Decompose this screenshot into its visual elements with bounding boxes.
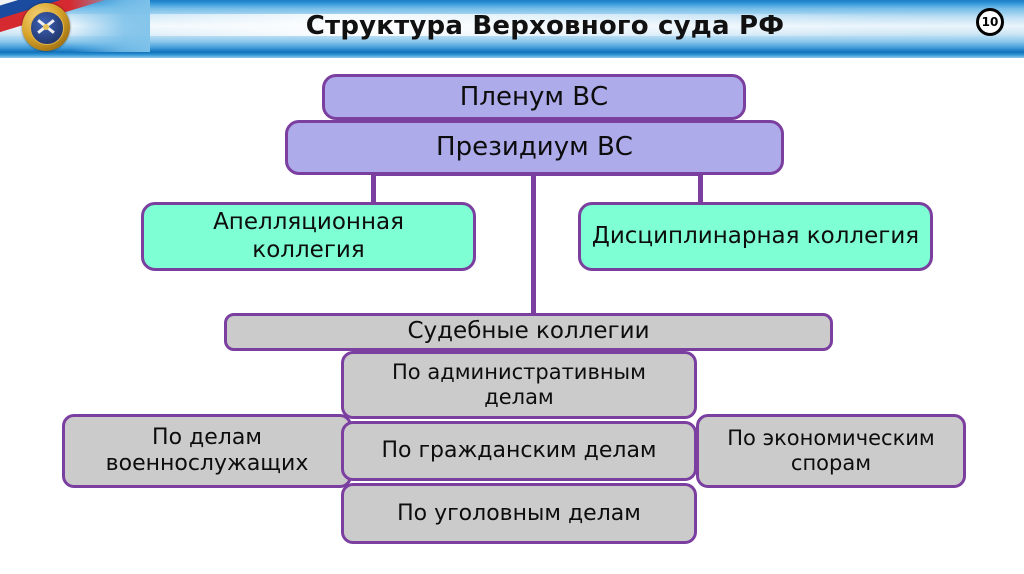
node-plenum[interactable]: Пленум ВС <box>322 74 746 120</box>
node-administrative-cases-label: По административным делам <box>392 360 646 409</box>
connector-presidium-to-disciplinary <box>698 171 703 207</box>
node-appeal-collegium-label: Апелляционная коллегия <box>213 209 404 263</box>
node-presidium[interactable]: Президиум ВС <box>285 120 784 175</box>
connector-presidium-to-judicial-collegiums <box>531 171 536 319</box>
node-criminal-cases-label: По уголовным делам <box>397 500 641 526</box>
header-sheen <box>0 14 1024 36</box>
node-military-cases-label: По делам военнослужащих <box>105 425 309 476</box>
node-presidium-label: Президиум ВС <box>436 132 633 163</box>
header-underline-gap <box>0 58 1024 61</box>
russian-tricolor-flag-icon <box>0 0 150 52</box>
node-judicial-collegiums[interactable]: Судебные коллегии <box>224 313 833 351</box>
page-title: Структура Верховного суда РФ <box>305 11 785 41</box>
russian-court-emblem-icon <box>22 3 70 51</box>
header-underline <box>0 52 1024 58</box>
node-disciplinary-collegium-label: Дисциплинарная коллегия <box>591 222 920 249</box>
connector-presidium-to-appeal <box>371 171 376 207</box>
node-administrative-cases[interactable]: По административным делам <box>341 351 697 419</box>
node-economic-disputes[interactable]: По экономическим спорам <box>696 414 966 488</box>
node-economic-disputes-label: По экономическим спорам <box>727 426 935 475</box>
page-number-badge: 10 <box>976 8 1004 36</box>
node-disciplinary-collegium[interactable]: Дисциплинарная коллегия <box>578 202 933 271</box>
node-judicial-collegiums-label: Судебные коллегии <box>407 318 650 345</box>
node-civil-cases[interactable]: По гражданским делам <box>341 421 697 481</box>
slide-header: Структура Верховного суда РФ 10 <box>0 0 1024 52</box>
node-military-cases[interactable]: По делам военнослужащих <box>62 414 352 488</box>
org-chart: Пленум ВС Президиум ВС Апелляционная кол… <box>0 61 1024 574</box>
node-plenum-label: Пленум ВС <box>459 81 609 112</box>
node-appeal-collegium[interactable]: Апелляционная коллегия <box>141 202 476 271</box>
node-criminal-cases[interactable]: По уголовным делам <box>341 483 697 544</box>
node-civil-cases-label: По гражданским делам <box>381 438 657 464</box>
